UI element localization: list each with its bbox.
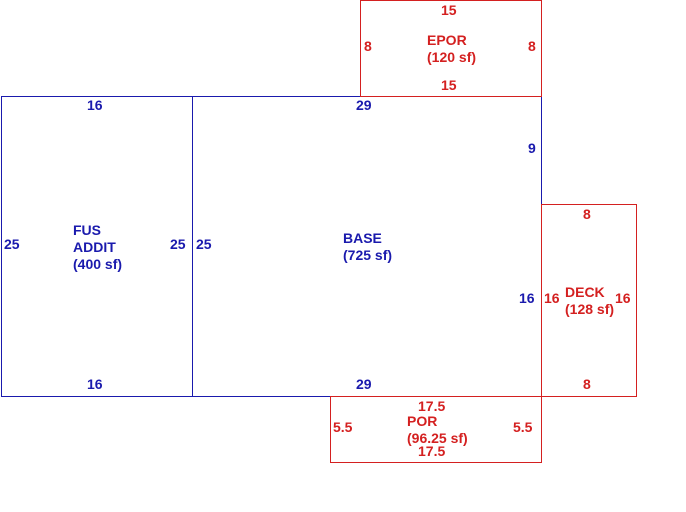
por-right-dimension: 5.5 xyxy=(513,419,533,435)
base-area-label: (725 sf) xyxy=(343,247,393,263)
fus-addit-area-label: (400 sf) xyxy=(73,256,123,272)
base-left-dimension: 25 xyxy=(196,236,212,252)
deck-area-label: (128 sf) xyxy=(565,301,615,317)
deck-left-dimension: 16 xyxy=(544,290,560,306)
fus-addit-bottom-dimension: 16 xyxy=(87,376,103,392)
epor-area-label: (120 sf) xyxy=(427,49,477,65)
deck-name-label: DECK xyxy=(565,284,605,300)
deck-room xyxy=(541,204,637,397)
base-top-dimension: 29 xyxy=(356,97,372,113)
fus-addit-name-line2: ADDIT xyxy=(73,239,116,255)
base-right-lower-dimension: 16 xyxy=(519,290,535,306)
fus-addit-name-line1: FUS xyxy=(73,222,101,238)
por-left-dimension: 5.5 xyxy=(333,419,353,435)
por-area-label: (96.25 sf) xyxy=(407,430,468,446)
epor-name-label: EPOR xyxy=(427,32,467,48)
fus-addit-top-dimension: 16 xyxy=(87,97,103,113)
deck-bottom-dimension: 8 xyxy=(583,376,591,392)
epor-bottom-dimension: 15 xyxy=(441,77,457,93)
epor-left-dimension: 8 xyxy=(364,38,372,54)
por-top-dimension: 17.5 xyxy=(418,398,446,414)
fus-addit-right-dimension: 25 xyxy=(170,236,186,252)
por-name-label: POR xyxy=(407,413,438,429)
por-bottom-dimension: 17.5 xyxy=(418,443,446,459)
base-bottom-dimension: 29 xyxy=(356,376,372,392)
deck-top-dimension: 8 xyxy=(583,206,591,222)
epor-right-dimension: 8 xyxy=(528,38,536,54)
deck-right-dimension: 16 xyxy=(615,290,631,306)
epor-top-dimension: 15 xyxy=(441,2,457,18)
base-name-label: BASE xyxy=(343,230,382,246)
epor-room xyxy=(360,0,542,97)
base-right-upper-dimension: 9 xyxy=(528,140,536,156)
por-room xyxy=(330,396,542,463)
fus-addit-left-dimension: 25 xyxy=(4,236,20,252)
